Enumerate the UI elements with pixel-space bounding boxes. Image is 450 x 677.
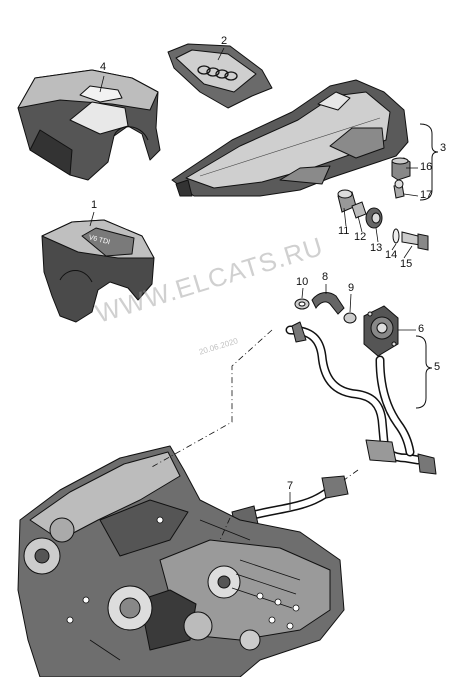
part-17-bolt xyxy=(393,179,405,199)
callout-14: 14 xyxy=(385,249,398,261)
callout-1: 1 xyxy=(91,199,98,211)
assembly-dashed-lines xyxy=(149,329,359,541)
part-10-clip xyxy=(294,298,310,310)
part-12-bush xyxy=(351,201,367,219)
callout-8: 8 xyxy=(322,271,329,283)
callout-13: 13 xyxy=(370,242,383,254)
part-4-engine-cover xyxy=(17,69,161,181)
callout-16: 16 xyxy=(420,161,433,173)
part-13-grommet xyxy=(365,207,383,229)
callout-9: 9 xyxy=(348,282,355,294)
four-rings-logo-icon xyxy=(197,65,238,81)
part-8-hose xyxy=(311,292,345,315)
part-1-engine-cover xyxy=(41,219,155,323)
part-11-sleeve xyxy=(337,189,357,213)
bracket-5 xyxy=(415,335,433,409)
callout-3: 3 xyxy=(440,142,447,154)
leader-lines xyxy=(89,47,419,510)
callout-10: 10 xyxy=(296,276,309,288)
part-9-clip xyxy=(343,312,357,324)
part-5-breather-hose xyxy=(285,321,437,475)
part-3-intake-cover xyxy=(171,79,409,197)
callout-5: 5 xyxy=(434,361,441,373)
callout-7: 7 xyxy=(287,480,294,492)
part-15-screw xyxy=(401,231,429,251)
callout-17: 17 xyxy=(420,189,433,201)
callout-11: 11 xyxy=(338,225,350,237)
callout-15: 15 xyxy=(400,258,413,270)
part-2-badge-cover xyxy=(167,43,273,109)
bracket-3 xyxy=(419,123,439,201)
engine-block xyxy=(17,445,345,677)
callout-4: 4 xyxy=(100,61,107,73)
part-6-oil-separator xyxy=(363,305,399,357)
callout-6: 6 xyxy=(418,323,425,335)
callout-2: 2 xyxy=(221,35,228,47)
part-14-washer xyxy=(392,228,400,244)
callout-12: 12 xyxy=(354,231,367,243)
part-16-cap xyxy=(391,157,411,181)
